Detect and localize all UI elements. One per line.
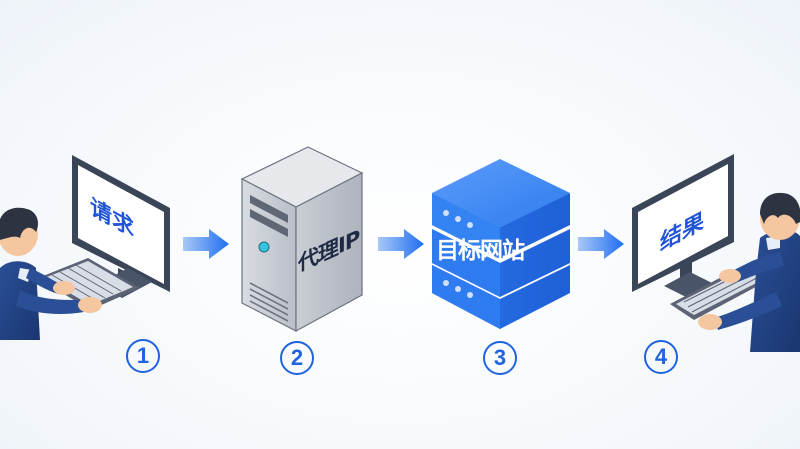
arrow-right-icon: [578, 229, 624, 259]
step-number-text: 1: [136, 343, 150, 368]
computer-user-icon: [632, 154, 800, 352]
database-stack-icon: [432, 159, 570, 329]
step-2-proxy-server: 代理IP: [236, 143, 366, 333]
step-number-1: 1: [126, 339, 160, 373]
step-number-2: 2: [280, 341, 314, 375]
step-1-user-request: 请求: [0, 150, 180, 340]
step-4-result: 结果: [630, 152, 800, 352]
computer-user-icon: [0, 155, 170, 340]
step-number-text: 3: [493, 345, 507, 370]
step-number-3: 3: [483, 341, 517, 375]
step-number-text: 4: [654, 344, 668, 369]
arrow-right-icon: [378, 229, 424, 259]
step-number-4: 4: [644, 340, 678, 374]
server-tower-icon: [240, 146, 364, 333]
website-label-target: 目标网站: [436, 238, 525, 264]
step-number-text: 2: [290, 345, 304, 370]
step-3-target-website: 目标网站: [428, 153, 574, 333]
arrow-right-icon: [183, 229, 229, 259]
